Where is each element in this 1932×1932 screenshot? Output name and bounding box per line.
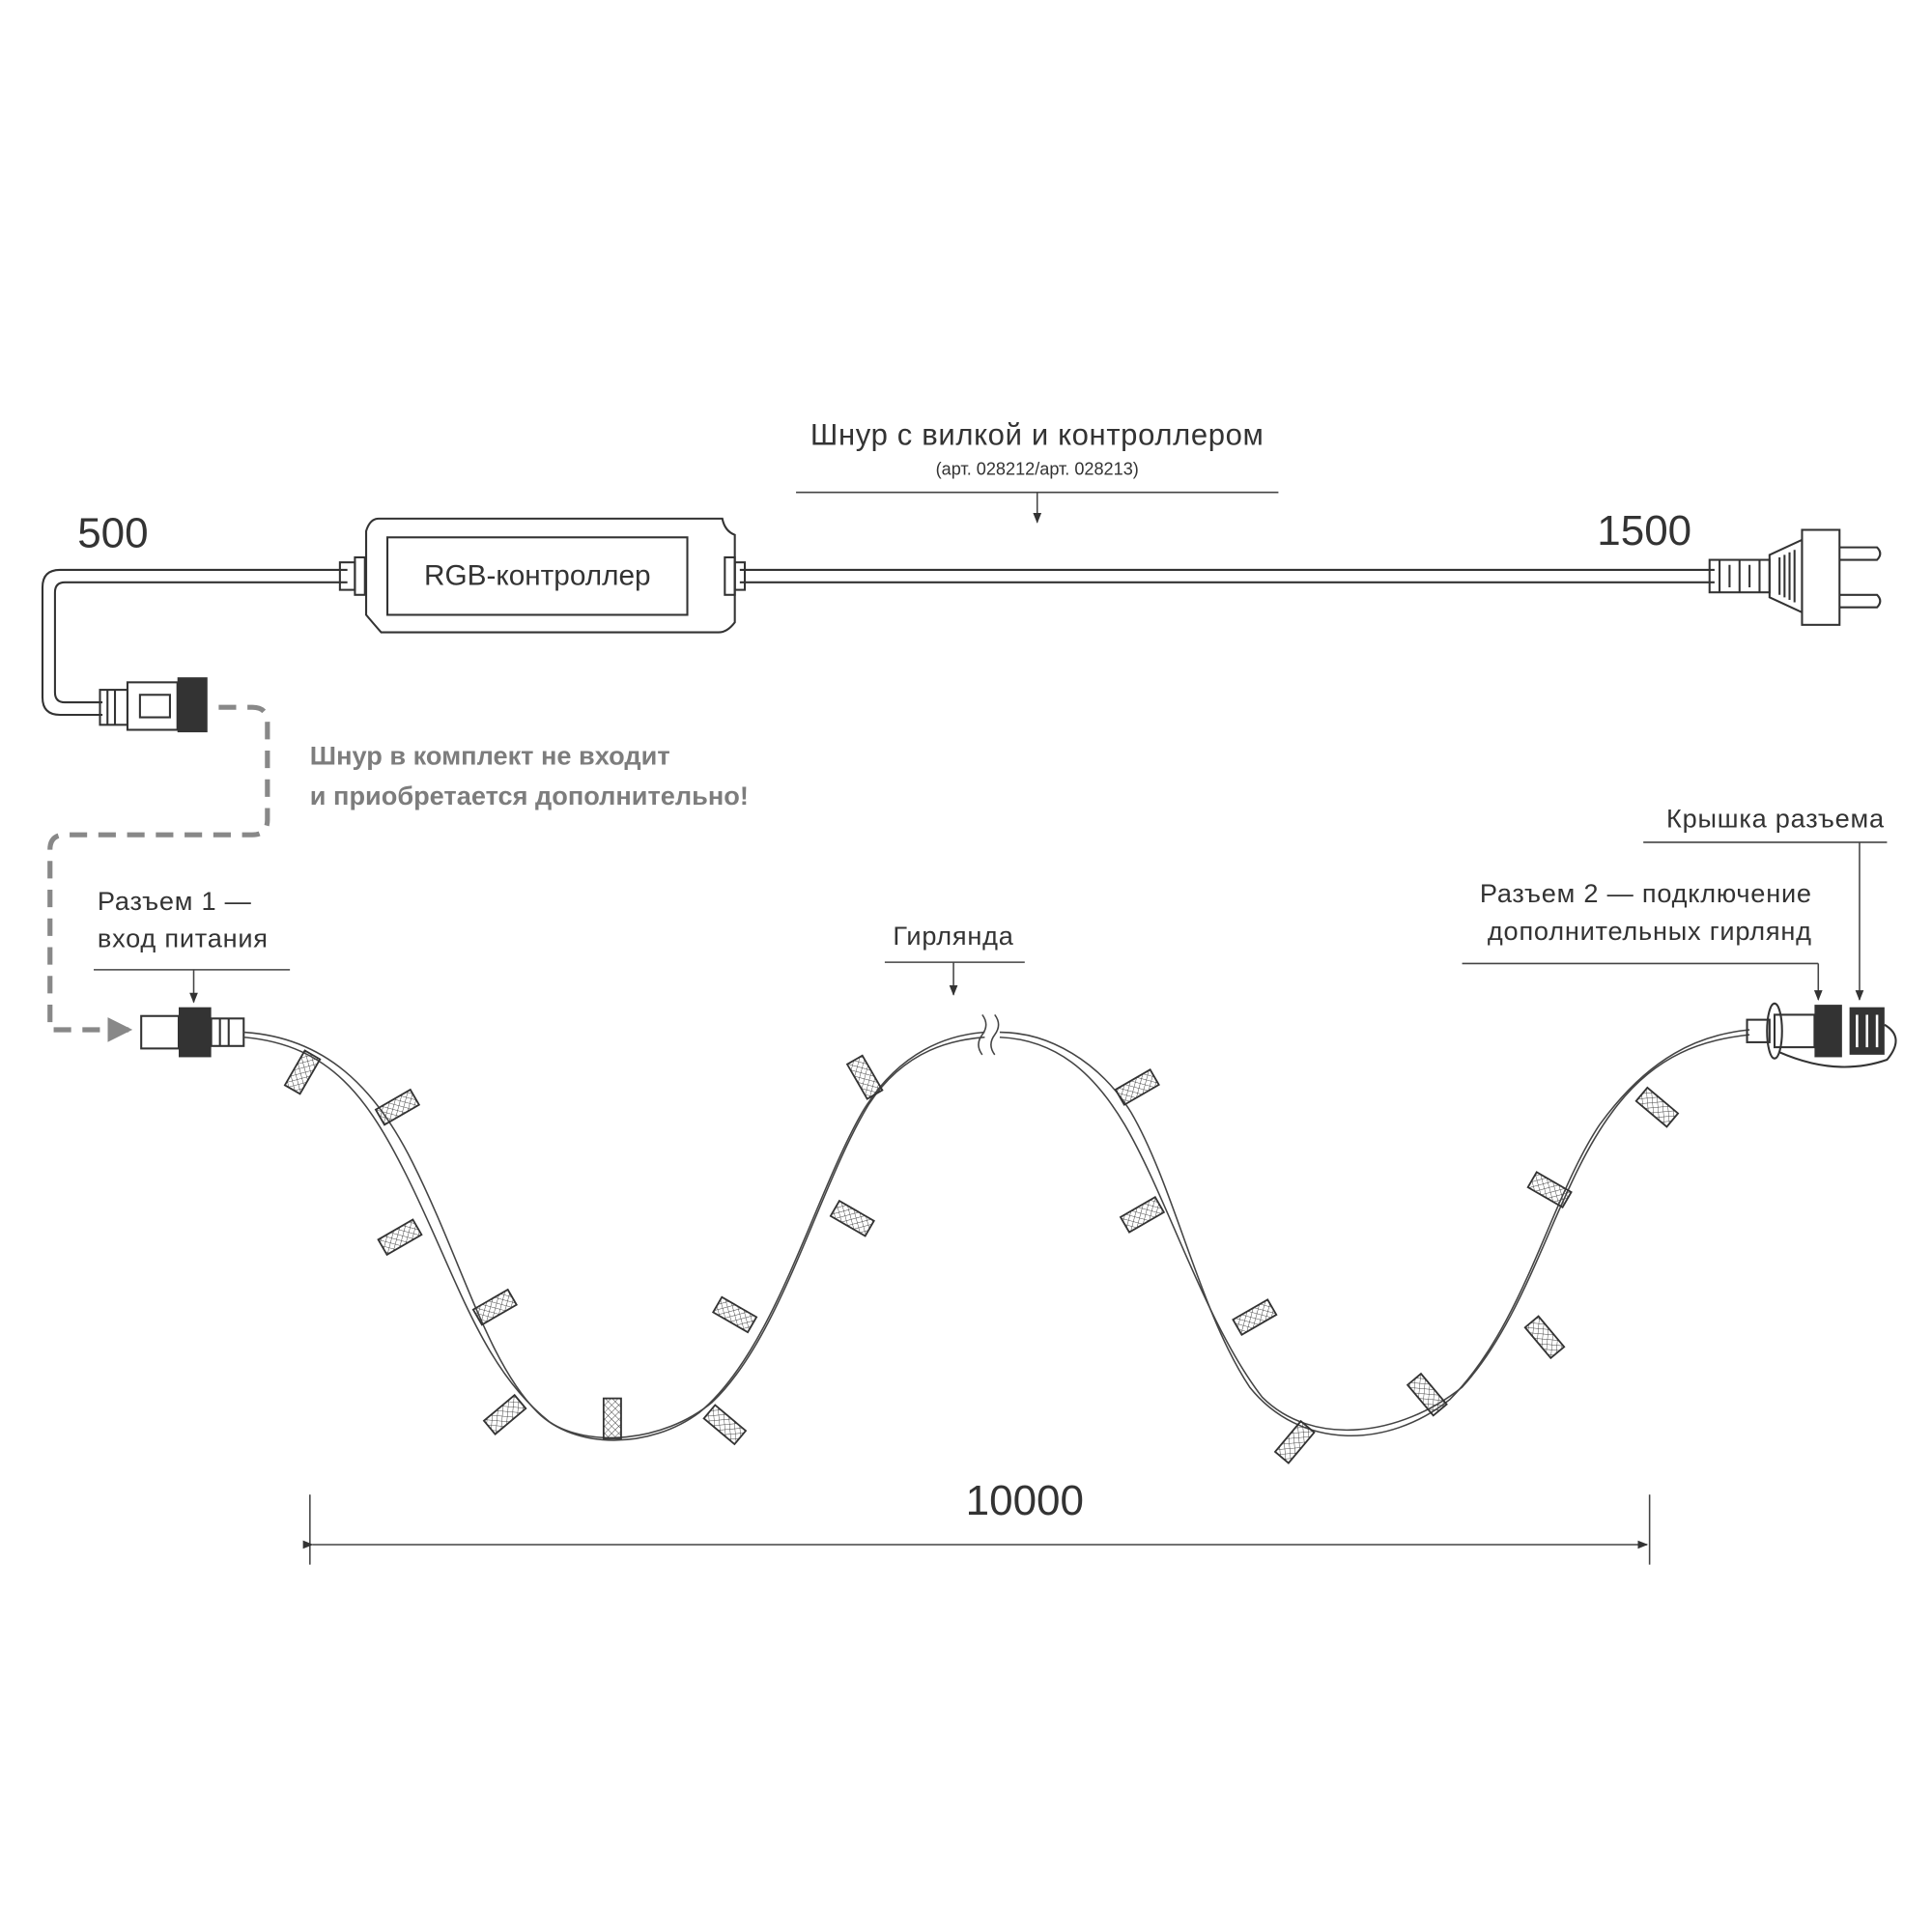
cord-article-numbers: (арт. 028212/арт. 028213) [936, 460, 1139, 479]
connector-cap-icon [1778, 1007, 1897, 1068]
garland-length-dimension: 10000 [302, 1477, 1651, 1565]
rgb-controller: RGB-контроллер [365, 517, 736, 634]
connector2-label-line2: дополнительных гирлянд [1488, 916, 1812, 946]
garland-wire [243, 1013, 1750, 1441]
plug-icon [1708, 528, 1882, 626]
led-bulb-icon [602, 1397, 622, 1439]
warning-line-1: Шнур в комплект не входит [310, 741, 670, 771]
led-bulb-icon [829, 1199, 875, 1237]
led-bulb-icon [377, 1218, 423, 1257]
warning-line-2: и приобретается дополнительно! [310, 781, 749, 810]
led-bulbs [283, 1049, 1680, 1464]
led-bulb-icon [1119, 1196, 1166, 1234]
cap-label: Крышка разъема [1666, 803, 1885, 833]
led-bulb-icon [1406, 1372, 1448, 1417]
length-1500: 1500 [1597, 507, 1691, 554]
led-bulb-icon [1523, 1315, 1566, 1360]
break-mark [978, 1013, 1000, 1056]
led-bulb-icon [1232, 1298, 1278, 1336]
connector1-label-line1: Разъем 1 — [98, 886, 252, 916]
power-cord [41, 555, 1715, 717]
led-bulb-icon [374, 1088, 421, 1126]
connector-2-output [1746, 1002, 1842, 1060]
connector-1-power-input [140, 1007, 245, 1058]
cord-title: Шнур с вилкой и контроллером [810, 418, 1264, 452]
led-bulb-icon [471, 1288, 518, 1326]
led-bulb-icon [1114, 1068, 1160, 1106]
length-500: 500 [77, 510, 148, 557]
led-bulb-icon [711, 1295, 758, 1334]
led-bulb-icon [1526, 1171, 1573, 1208]
led-bulb-icon [845, 1054, 884, 1100]
led-bulb-icon [283, 1049, 322, 1095]
led-bulb-icon [1634, 1086, 1680, 1128]
connector1-label-line2: вход питания [98, 923, 269, 953]
cord-title-group: Шнур с вилкой и контроллером (арт. 02821… [796, 418, 1279, 524]
cord-output-connector [99, 677, 208, 733]
thread-ring [177, 677, 208, 733]
led-bulb-icon [1273, 1419, 1316, 1464]
garland-label: Гирлянда [893, 921, 1013, 951]
extension-cord-dashed [47, 704, 270, 1042]
garland-length: 10000 [966, 1477, 1084, 1524]
led-bulb-icon [702, 1404, 748, 1446]
led-bulb-icon [482, 1393, 527, 1435]
controller-label: RGB-контроллер [424, 559, 651, 591]
connector2-label-line1: Разъем 2 — подключение [1480, 878, 1812, 908]
